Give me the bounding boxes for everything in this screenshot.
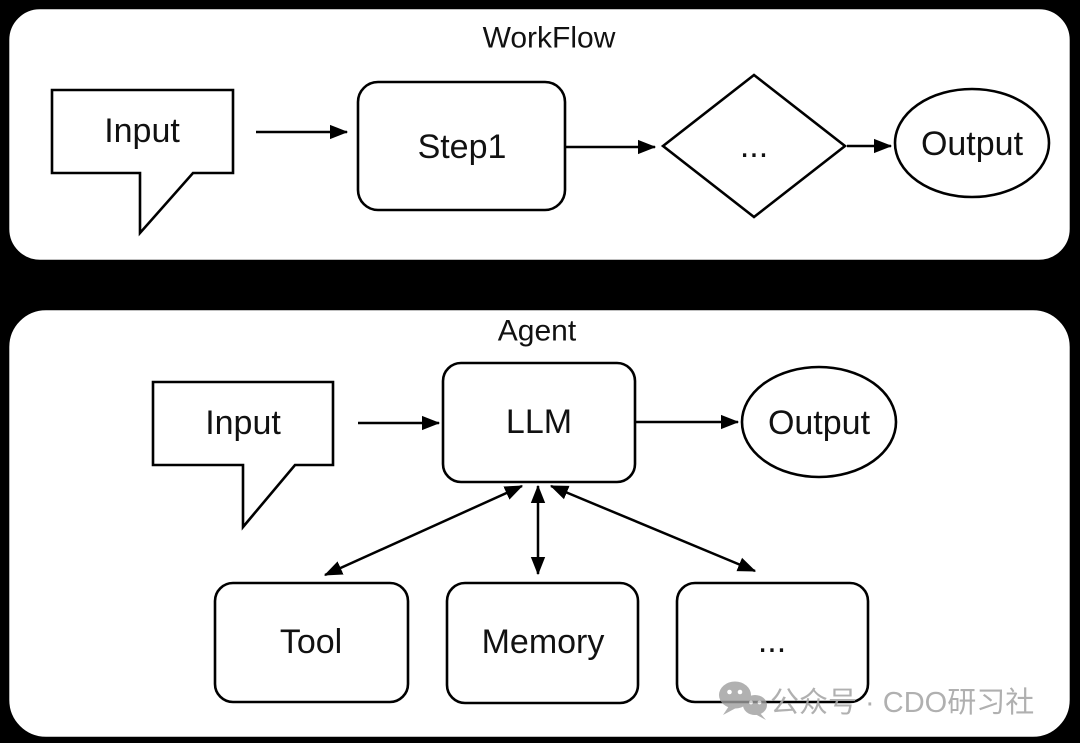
ellipse-shape	[740, 365, 898, 479]
watermark: 公众号 · CDO研习社	[719, 681, 1034, 720]
workflow-input-node: Input	[50, 88, 235, 237]
memory-shape	[445, 581, 640, 705]
tool-shape	[213, 581, 410, 704]
agent-memory-node: Memory	[445, 581, 640, 705]
agent-input-node: Input	[151, 380, 335, 531]
agent-output-label: Output	[768, 404, 871, 442]
workflow-step1-label: Step1	[418, 128, 507, 166]
agent-llm-label: LLM	[506, 403, 572, 441]
agent-tool-node: Tool	[213, 581, 410, 704]
workflow-input-label: Input	[104, 112, 180, 150]
watermark-text: 公众号 · CDO研习社	[770, 686, 1034, 719]
ellipse-shape	[893, 87, 1051, 199]
agent-output-node: Output	[740, 365, 898, 479]
agent-tool-label: Tool	[280, 623, 342, 661]
agent-input-label: Input	[205, 404, 281, 442]
workflow-panel-title: WorkFlow	[483, 22, 616, 55]
diamond-shape	[660, 73, 848, 219]
llm-shape	[441, 361, 637, 484]
workflow-output-node: Output	[893, 87, 1051, 199]
workflow-output-label: Output	[921, 125, 1024, 163]
workflow-decision-node: ...	[660, 73, 848, 219]
agent-panel: Agent Input LLM Output Tool	[6, 307, 1073, 740]
callout-shape	[151, 380, 335, 531]
workflow-panel: WorkFlow Input Step1 ... Output	[6, 6, 1073, 263]
wechat-icon	[719, 681, 767, 720]
agent-edge-llm-more	[549, 484, 757, 573]
agent-panel-title: Agent	[498, 315, 577, 348]
agent-memory-label: Memory	[482, 623, 605, 661]
agent-llm-node: LLM	[441, 361, 637, 484]
agent-edge-llm-tool	[323, 484, 524, 577]
more-shape	[675, 581, 870, 704]
step1-shape	[356, 80, 567, 212]
agent-more-node: ...	[675, 581, 870, 704]
workflow-decision-label: ...	[740, 127, 768, 165]
agent-more-label: ...	[758, 622, 786, 660]
workflow-step1-node: Step1	[356, 80, 567, 212]
callout-shape	[50, 88, 235, 237]
